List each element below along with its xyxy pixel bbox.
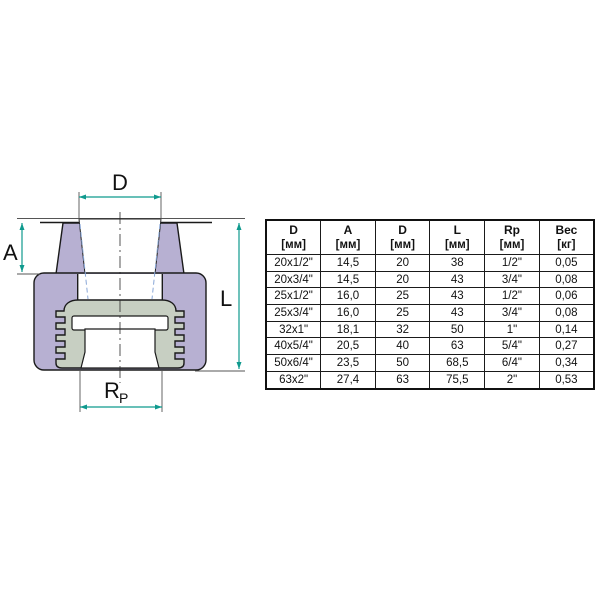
table-cell: 16,0	[320, 287, 376, 306]
column-header-5: Rp[мм]	[484, 219, 540, 255]
rp-arrow-right	[155, 404, 162, 410]
table-cell: 14,5	[320, 270, 376, 289]
table-cell: 23,5	[320, 354, 376, 372]
column-header-2: A[мм]	[320, 219, 376, 255]
table-cell: 20	[374, 270, 431, 289]
table-cell: 32x1"	[265, 320, 322, 339]
table-cell: 63	[429, 337, 486, 356]
table-cell: 1"	[484, 320, 540, 339]
column-header-6: Вес[кг]	[538, 219, 595, 255]
table-cell: 43	[429, 304, 486, 322]
table-cell: 20,5	[320, 337, 376, 356]
rp-dimension-label: R	[104, 378, 120, 403]
a-dimension-label: A	[3, 240, 18, 265]
table-cell: 5/4"	[484, 337, 540, 356]
d-arrow-left	[79, 194, 86, 200]
d-arrow-right	[154, 194, 161, 200]
table-cell: 0,08	[538, 304, 595, 322]
fitting-cross-section-drawing: D A L R P	[3, 170, 245, 412]
table-cell: 14,5	[320, 254, 376, 272]
column-header-1: D[мм]	[265, 219, 322, 255]
table-cell: 0,14	[538, 320, 595, 339]
table-cell: 40	[374, 337, 431, 356]
table-cell: 20x1/2"	[265, 254, 322, 272]
table-cell: 63x2"	[265, 370, 322, 390]
table-cell: 32	[374, 320, 431, 339]
d-dimension-label: D	[112, 170, 128, 195]
table-cell: 75,5	[429, 370, 486, 390]
header-row: D[мм]A[мм]D[мм]L[мм]Rp[мм]Вес[кг]	[265, 219, 595, 255]
l-arrow-top	[236, 223, 242, 230]
table-cell: 0,27	[538, 337, 595, 356]
spec-table-header: D[мм]A[мм]D[мм]L[мм]Rp[мм]Вес[кг]	[265, 219, 595, 255]
table-cell: 25	[374, 304, 431, 322]
table-cell: 3/4"	[484, 270, 540, 289]
spec-table-container: D[мм]A[мм]D[мм]L[мм]Rp[мм]Вес[кг] 20x1/2…	[265, 219, 596, 390]
table-cell: 25x1/2"	[265, 287, 322, 306]
table-cell: 43	[429, 270, 486, 289]
table-cell: 25x3/4"	[265, 304, 322, 322]
table-cell: 38	[429, 254, 486, 272]
rp-dimension-sublabel: P	[119, 390, 128, 406]
table-cell: 50	[429, 320, 486, 339]
hidden-edge-left	[79, 223, 89, 300]
table-cell: 40x5/4"	[265, 337, 322, 356]
table-cell: 50	[374, 354, 431, 372]
hidden-edge-right	[151, 223, 161, 300]
table-cell: 0,53	[538, 370, 595, 390]
a-arrow-top	[19, 223, 25, 230]
table-cell: 50x6/4"	[265, 354, 322, 372]
table-cell: 1/2"	[484, 254, 540, 272]
a-arrow-bottom	[19, 265, 25, 272]
table-cell: 1/2"	[484, 287, 540, 306]
table-cell: 0,06	[538, 287, 595, 306]
column-header-4: L[мм]	[429, 219, 486, 255]
table-cell: 20x3/4"	[265, 270, 322, 289]
table-cell: 0,34	[538, 354, 595, 372]
table-cell: 18,1	[320, 320, 376, 339]
table-cell: 27,4	[320, 370, 376, 390]
rp-arrow-left	[80, 404, 87, 410]
table-cell: 43	[429, 287, 486, 306]
spec-table: D[мм]A[мм]D[мм]L[мм]Rp[мм]Вес[кг] 20x1/2…	[265, 219, 595, 390]
table-cell: 6/4"	[484, 354, 540, 372]
table-cell: 16,0	[320, 304, 376, 322]
l-arrow-bottom	[236, 362, 242, 369]
table-cell: 25	[374, 287, 431, 306]
table-cell: 2"	[484, 370, 540, 390]
table-cell: 3/4"	[484, 304, 540, 322]
table-cell: 0,08	[538, 270, 595, 289]
table-cell: 0,05	[538, 254, 595, 272]
column-header-3: D[мм]	[374, 219, 431, 255]
table-cell: 68,5	[429, 354, 486, 372]
l-dimension-label: L	[220, 286, 232, 311]
table-cell: 63	[374, 370, 431, 390]
table-cell: 20	[374, 254, 431, 272]
